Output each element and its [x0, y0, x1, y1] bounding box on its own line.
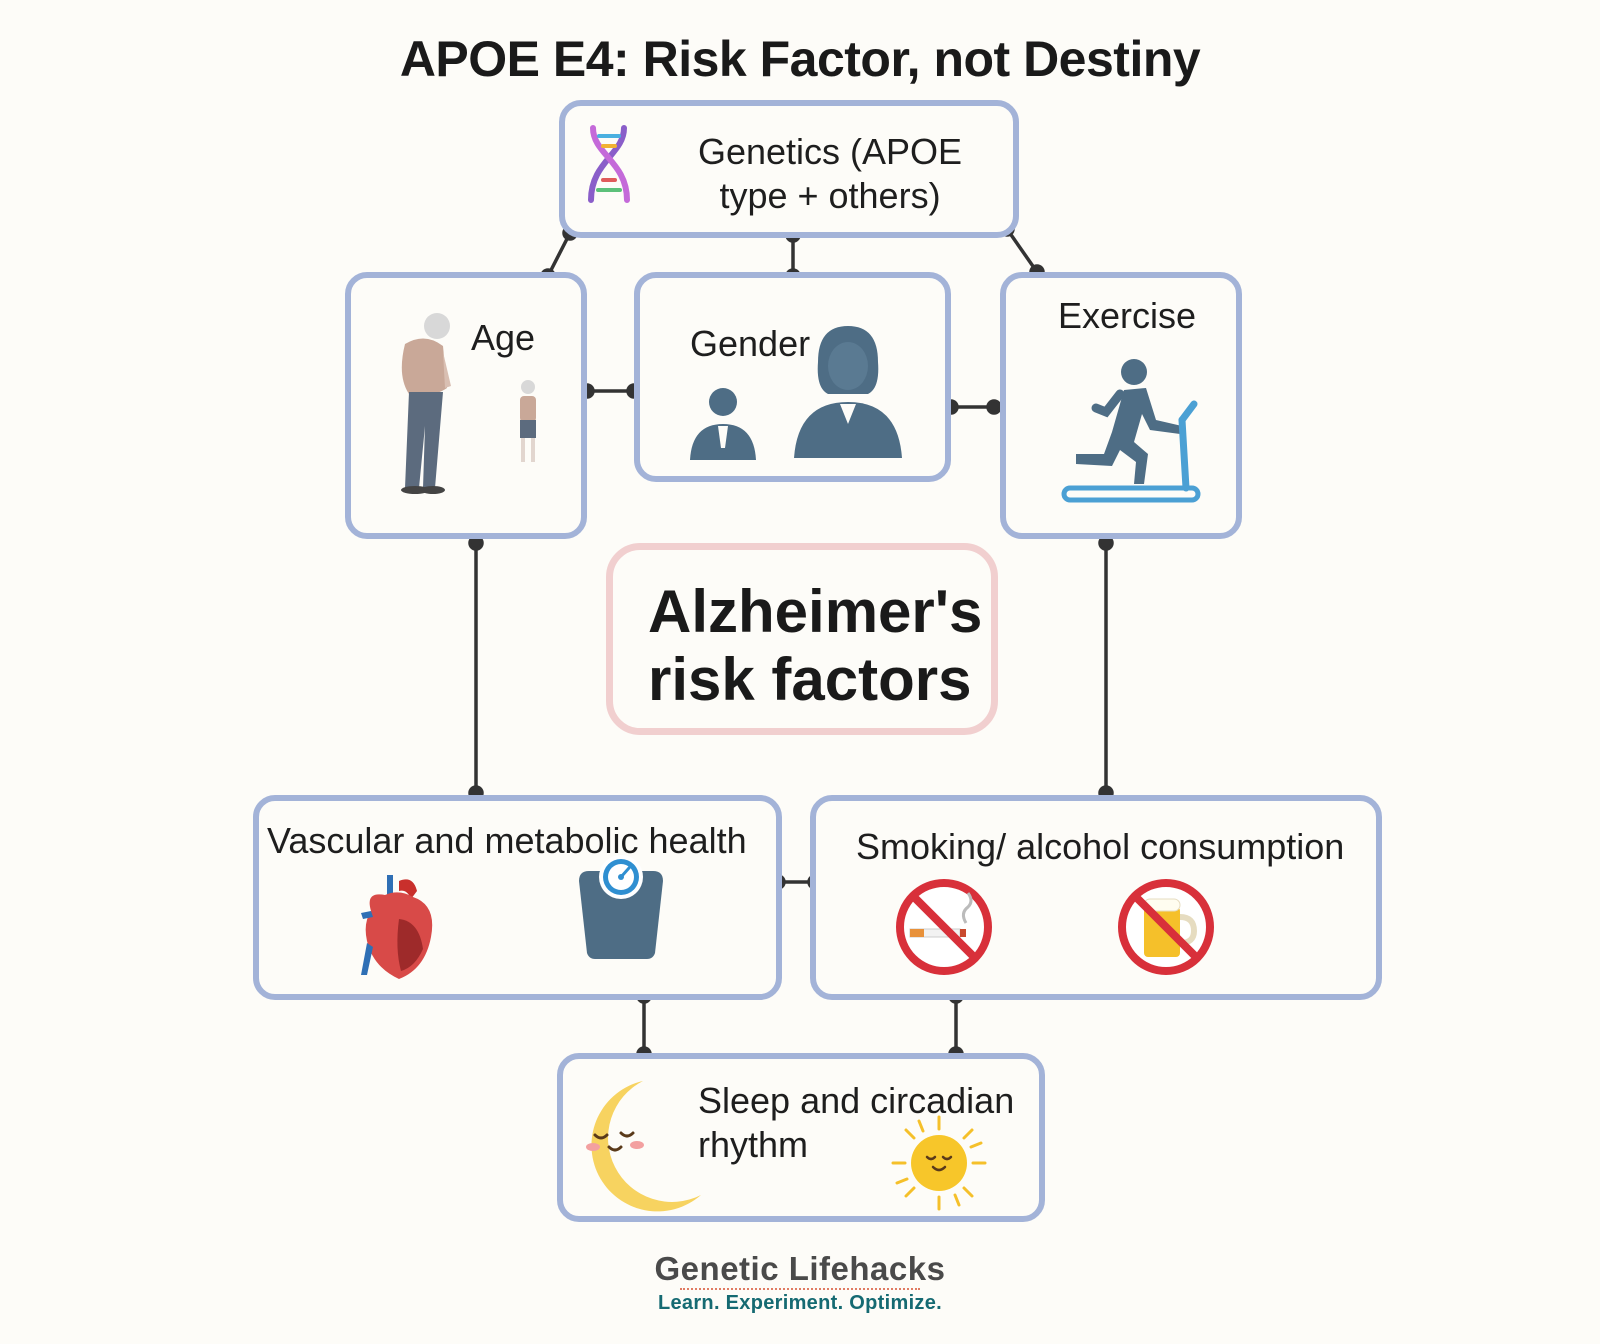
genetics-box: Genetics (APOE type + others) [559, 100, 1019, 238]
diagram-title: APOE E4: Risk Factor, not Destiny [399, 31, 1201, 87]
center-box: Alzheimer's risk factors [606, 543, 998, 735]
exercise-box: Exercise [1000, 272, 1242, 539]
genetics-label: Genetics (APOE type + others) [697, 131, 963, 216]
gender-box: Gender [634, 272, 951, 482]
brand-name: Genetic Lifehacks [654, 1250, 946, 1287]
brand-divider [680, 1288, 920, 1290]
age-box: Age [345, 272, 587, 539]
sleeping-moon-icon [586, 1081, 701, 1212]
center-label: Alzheimer's risk factors [648, 578, 983, 713]
woman-silhouette-icon [794, 326, 902, 458]
weight-scale-icon [579, 855, 663, 959]
exercise-label: Exercise [1058, 295, 1197, 336]
vascular-label: Vascular and metabolic health [267, 820, 747, 861]
child-icon [520, 380, 536, 462]
elderly-man-icon [401, 313, 451, 494]
sleep-box: Sleep and circadian rhythm [557, 1053, 1045, 1222]
man-silhouette-icon [690, 388, 756, 460]
age-label: Age [471, 317, 536, 358]
treadmill-runner-icon [1061, 359, 1201, 503]
smoking-label: Smoking/ alcohol consumption [856, 826, 1345, 867]
heart-icon [361, 875, 433, 979]
no-alcohol-icon [1118, 879, 1214, 975]
brand-logo: Genetic Lifehacks Learn. Experiment. Opt… [0, 1250, 1600, 1315]
smiling-sun-icon [891, 1115, 987, 1211]
sleep-label: Sleep and circadian rhythm [698, 1080, 1015, 1165]
vascular-box: Vascular and metabolic health [253, 795, 782, 1000]
dna-icon [588, 125, 630, 203]
smoking-box: Smoking/ alcohol consumption [810, 795, 1382, 1000]
no-smoking-icon [896, 879, 992, 975]
brand-tagline: Learn. Experiment. Optimize. [657, 1292, 943, 1314]
gender-label: Gender [690, 323, 811, 364]
